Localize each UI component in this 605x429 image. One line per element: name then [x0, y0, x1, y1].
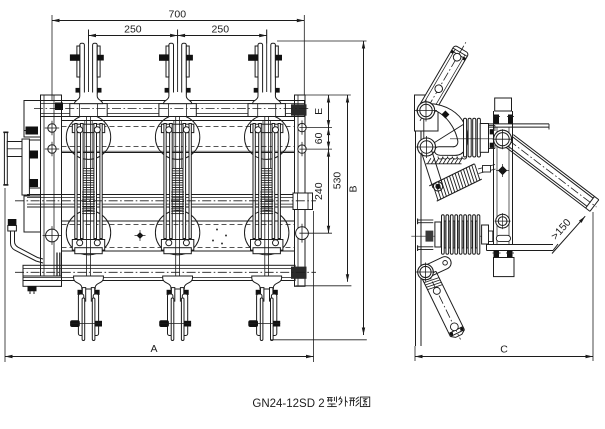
svg-text:60: 60: [313, 132, 325, 144]
svg-text:240: 240: [313, 182, 325, 200]
svg-text:250: 250: [212, 24, 230, 36]
svg-text:C: C: [500, 344, 508, 356]
svg-text:B: B: [348, 185, 360, 192]
svg-text:250: 250: [124, 24, 142, 36]
svg-text:530: 530: [331, 172, 343, 190]
svg-text:GN24-12SD 2: GN24-12SD 2: [252, 398, 324, 410]
svg-text:A: A: [150, 343, 157, 355]
svg-text:E: E: [313, 108, 325, 115]
svg-text:700: 700: [169, 9, 187, 21]
